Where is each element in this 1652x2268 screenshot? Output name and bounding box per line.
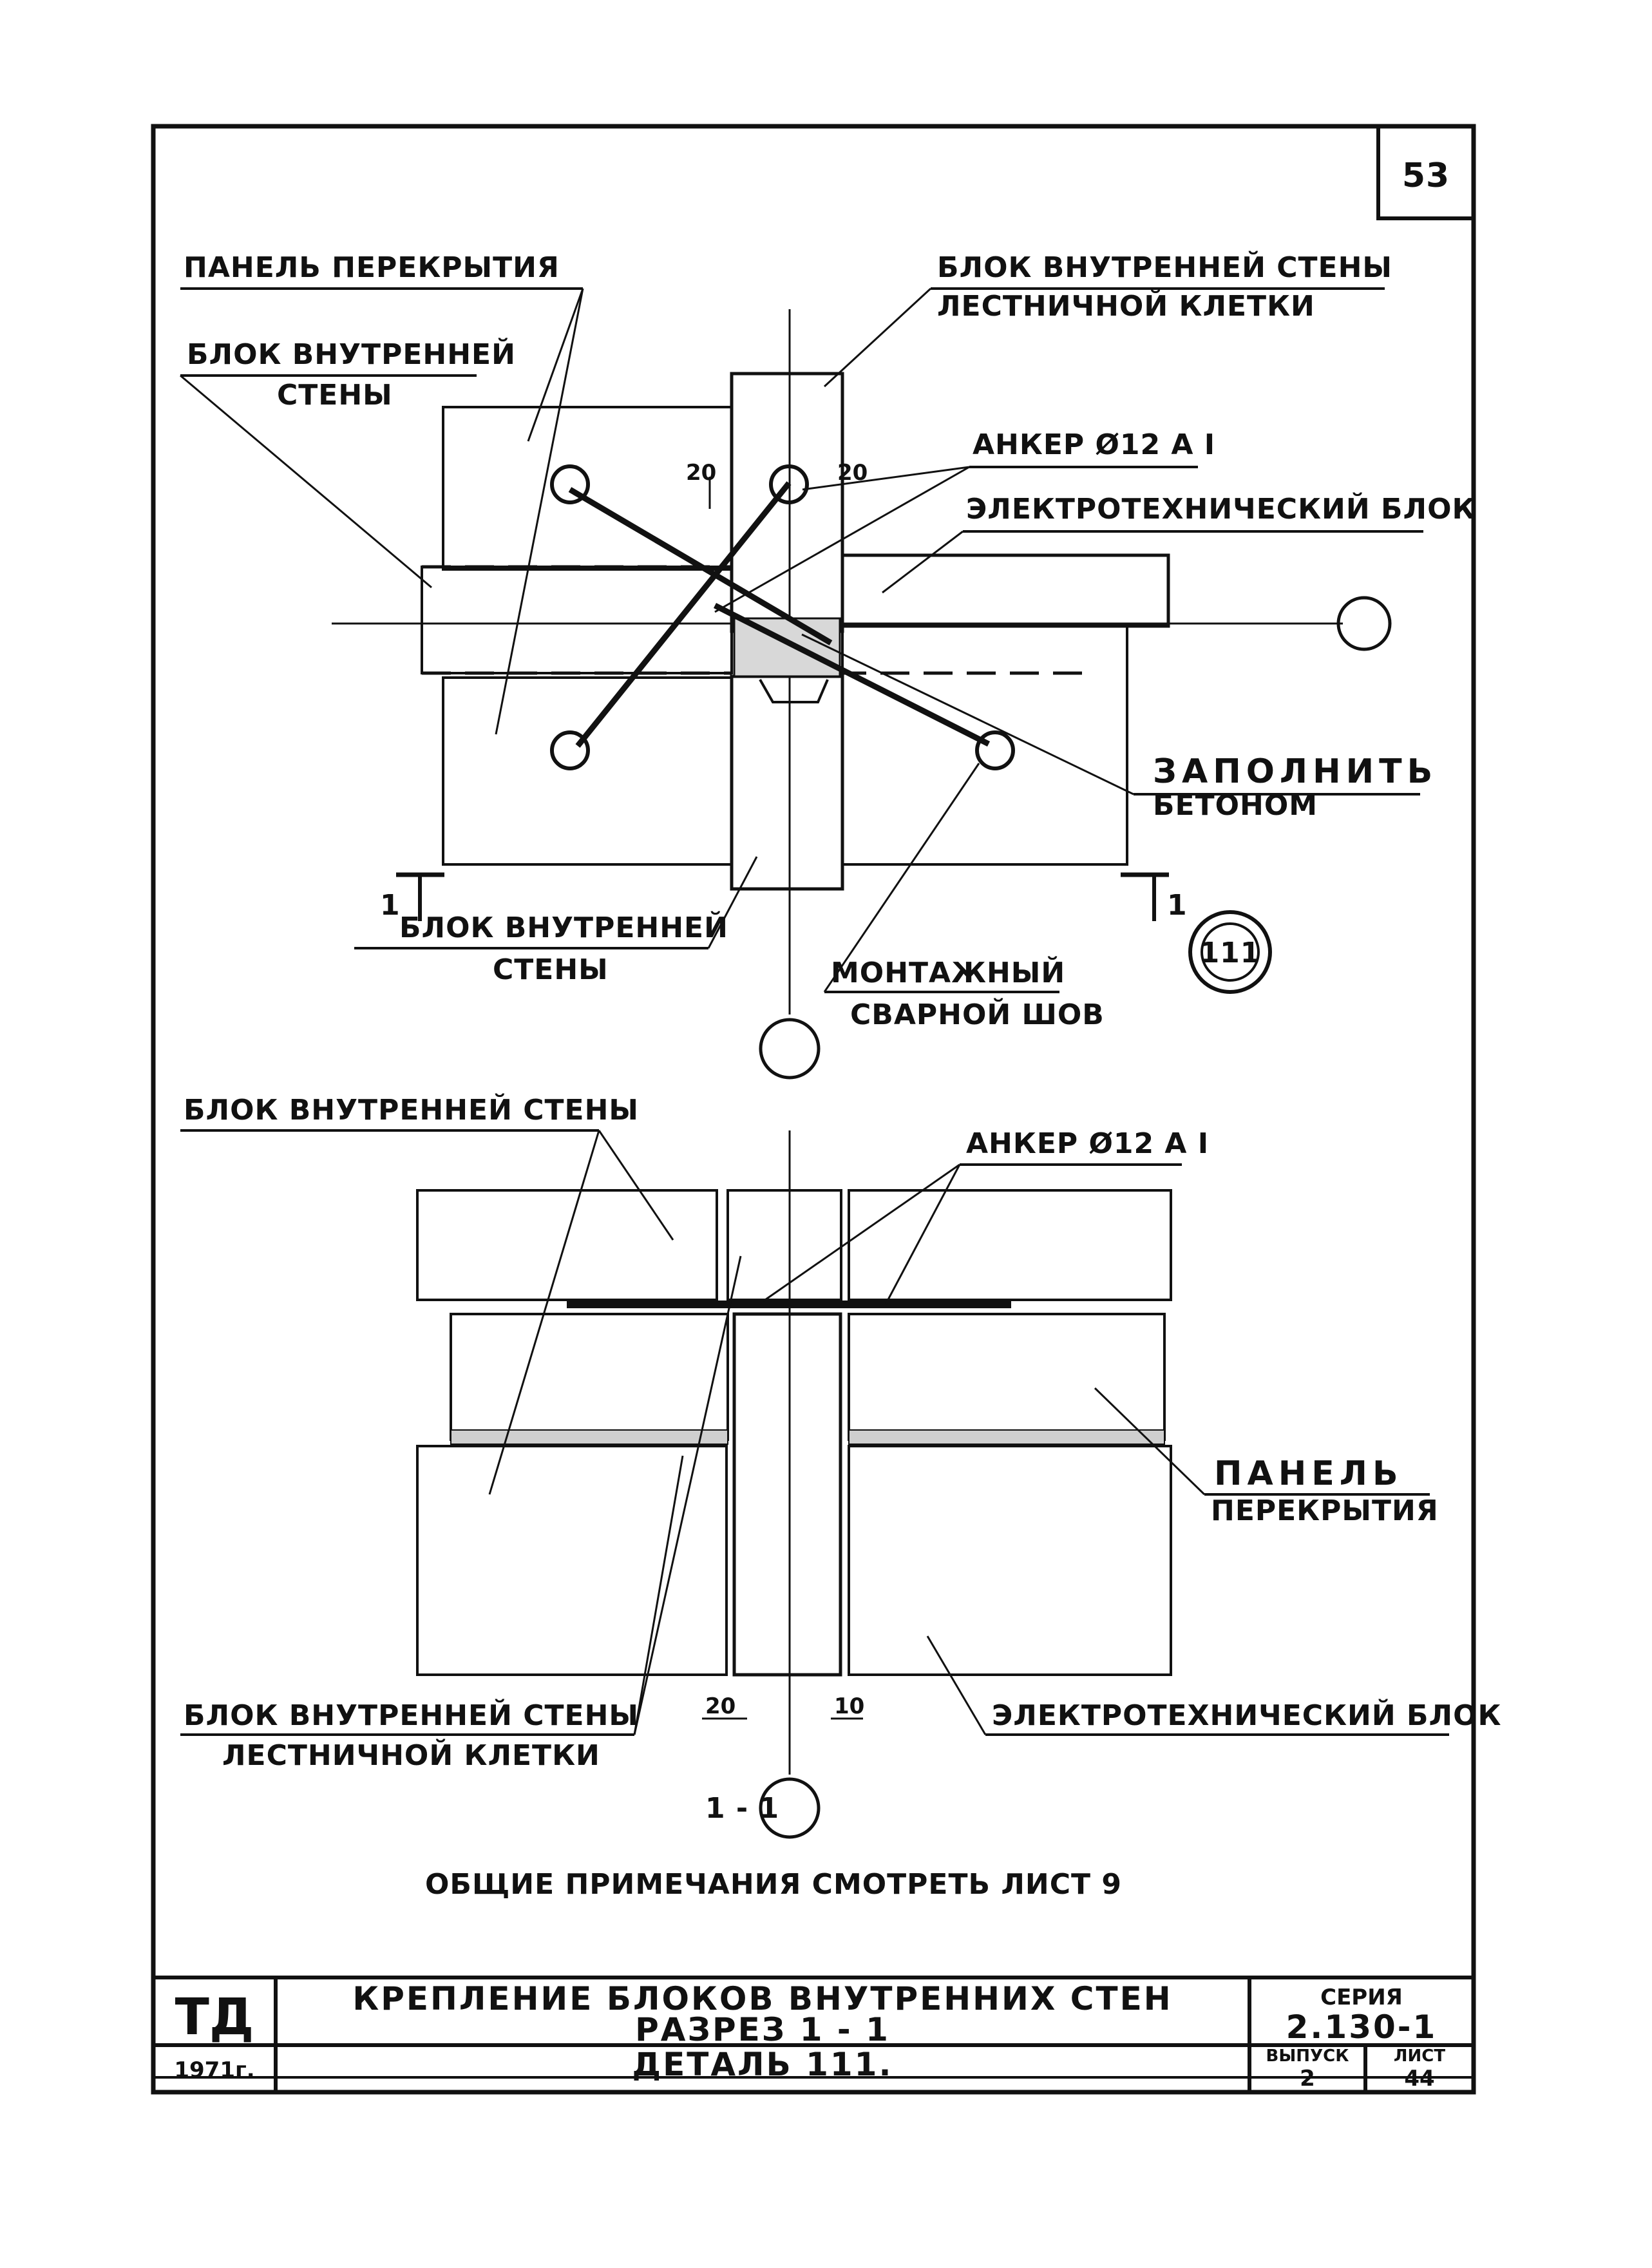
title-year: 1971г. bbox=[174, 2057, 254, 2083]
section-mark-left: 1 bbox=[380, 889, 401, 922]
section-axis-bubble bbox=[759, 1777, 821, 1839]
title-line-2: РАЗРЕЗ 1 - 1 bbox=[635, 2011, 890, 2048]
section-view bbox=[180, 1129, 1449, 1839]
label-inner-wall-block-2: СТЕНЫ bbox=[277, 379, 393, 412]
label-inner-wall-block-bottom-2: СТЕНЫ bbox=[493, 953, 609, 986]
dim-section-right: 10 bbox=[834, 1693, 864, 1719]
label-anchor-plan: АНКЕР Ø12 А I bbox=[973, 428, 1215, 461]
section-slab-panel-right bbox=[848, 1313, 1166, 1441]
label-section-electro-block: ЭЛЕКТРОТЕХНИЧЕСКИЙ БЛОК bbox=[992, 1698, 1501, 1732]
plan-axis-bubble-right bbox=[1336, 596, 1392, 651]
issue-value: 2 bbox=[1300, 2066, 1315, 2092]
dim-plan-left: 20 bbox=[686, 460, 716, 486]
sheet-value: 44 bbox=[1404, 2066, 1434, 2092]
sheet-number: 53 bbox=[1402, 157, 1450, 195]
series-label: СЕРИЯ bbox=[1320, 1985, 1403, 2010]
anchor-eye-ul bbox=[550, 464, 590, 504]
electro-block-plan bbox=[840, 553, 1170, 628]
label-section-inner-wall-block: БЛОК ВНУТРЕННЕЙ СТЕНЫ bbox=[184, 1092, 639, 1127]
label-fill-1: ЗАПОЛНИТЬ bbox=[1153, 752, 1438, 791]
anchor-eye-lr bbox=[975, 730, 1015, 770]
dim-section-left: 20 bbox=[705, 1693, 736, 1719]
title-org: ТД bbox=[175, 1988, 254, 2046]
section-stair-wall-lower bbox=[732, 1312, 842, 1677]
inner-wall-block-left bbox=[421, 566, 733, 674]
detail-callout-circle bbox=[1188, 910, 1272, 994]
concrete-fill-zone bbox=[733, 617, 841, 678]
anchor-rod-1 bbox=[568, 487, 833, 645]
section-inner-wall-upper-left bbox=[416, 1189, 718, 1301]
anchor-rod-3 bbox=[713, 602, 991, 747]
label-section-stair-wall-2: ЛЕСТНИЧНОЙ КЛЕТКИ bbox=[222, 1738, 600, 1772]
sheet-frame bbox=[151, 124, 1476, 2095]
anchor-eye-uc bbox=[769, 464, 809, 504]
label-electro-block-plan: ЭЛЕКТРОТЕХНИЧЕСКИЙ БЛОК bbox=[966, 491, 1476, 526]
slab-panel-lower-left bbox=[442, 676, 733, 866]
dim-plan-right: 20 bbox=[837, 460, 868, 486]
label-stair-wall-block-1: БЛОК ВНУТРЕННЕЙ СТЕНЫ bbox=[937, 250, 1392, 284]
title-line-1: КРЕПЛЕНИЕ БЛОКОВ ВНУТРЕННИХ СТЕН bbox=[352, 1980, 1172, 2017]
issue-label: ВЫПУСК bbox=[1266, 2046, 1349, 2066]
label-section-slab-panel-1: ПАНЕЛЬ bbox=[1214, 1454, 1403, 1493]
label-section-stair-wall-1: БЛОК ВНУТРЕННЕЙ СТЕНЫ bbox=[184, 1698, 639, 1732]
label-fill-2: БЕТОНОМ bbox=[1153, 789, 1318, 822]
label-inner-wall-block-1: БЛОК ВНУТРЕННЕЙ bbox=[187, 337, 516, 371]
label-section-slab-panel-2: ПЕРЕКРЫТИЯ bbox=[1211, 1494, 1439, 1527]
label-inner-wall-block-bottom-1: БЛОК ВНУТРЕННЕЙ bbox=[399, 910, 728, 944]
anchor-eye-ll bbox=[550, 730, 590, 770]
label-weld-1: МОНТАЖНЫЙ bbox=[831, 955, 1065, 989]
label-slab-panel: ПАНЕЛЬ ПЕРЕКРЫТИЯ bbox=[184, 251, 560, 284]
sheet-label: ЛИСТ bbox=[1394, 2046, 1445, 2066]
anchor-rod-2 bbox=[575, 481, 792, 748]
label-weld-2: СВАРНОЙ ШОВ bbox=[850, 997, 1105, 1031]
series-value: 2.130-1 bbox=[1286, 2008, 1438, 2046]
plan-axis-bubble-bottom bbox=[759, 1018, 821, 1080]
section-mark-right: 1 bbox=[1167, 889, 1188, 922]
section-inner-wall-lower-left bbox=[416, 1445, 728, 1676]
label-section-anchor: АНКЕР Ø12 А I bbox=[966, 1127, 1209, 1160]
section-slab-panel-left bbox=[450, 1313, 729, 1441]
sheet-number-box bbox=[1376, 124, 1476, 220]
section-title: 1 - 1 bbox=[705, 1792, 779, 1825]
detail-callout-number: 111 bbox=[1200, 937, 1261, 969]
slab-panel-right bbox=[841, 625, 1128, 866]
section-inner-wall-upper-right bbox=[848, 1189, 1172, 1301]
title-line-3: ДЕТАЛЬ 111. bbox=[632, 2046, 893, 2083]
stair-wall-block-lower bbox=[730, 674, 844, 891]
title-block bbox=[153, 1976, 1474, 2092]
label-stair-wall-block-2: ЛЕСТНИЧНОЙ КЛЕТКИ bbox=[937, 289, 1315, 323]
general-note: ОБЩИЕ ПРИМЕЧАНИЯ СМОТРЕТЬ ЛИСТ 9 bbox=[425, 1868, 1122, 1901]
section-stair-wall-upper bbox=[726, 1189, 842, 1301]
plan-view bbox=[180, 287, 1423, 1080]
section-electro-block bbox=[848, 1445, 1172, 1676]
